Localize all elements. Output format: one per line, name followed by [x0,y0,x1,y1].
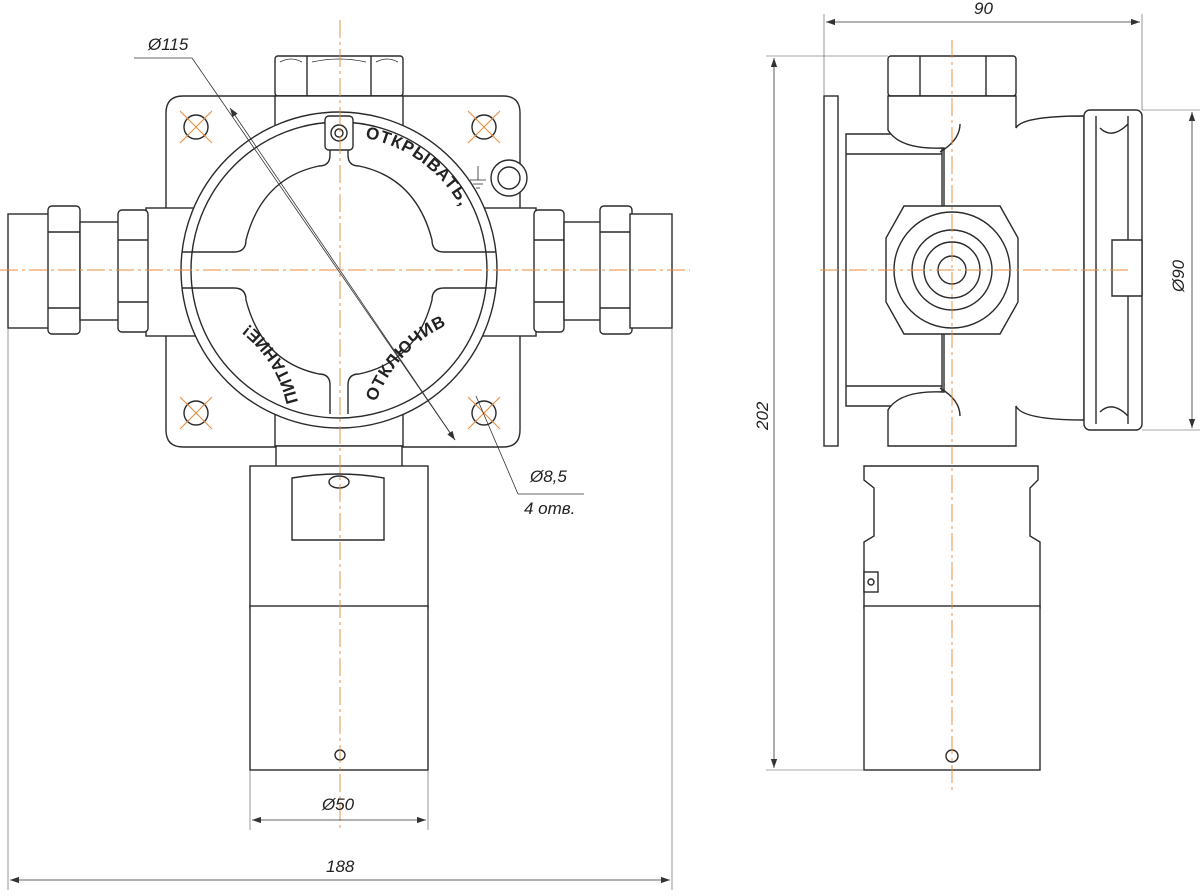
dim-hole-diameter: Ø8,5 [529,467,567,486]
dim-side-height: 202 [753,401,772,431]
dim-cover-diameter: Ø115 [147,35,189,54]
side-view [820,40,1143,790]
dim-sensor-diameter: Ø50 [321,795,355,814]
ground-screw [470,159,528,197]
right-cable-gland [533,205,673,335]
dim-overall-width: 188 [326,857,355,876]
side-flange [823,95,839,447]
dim-hole-count: 4 отв. [524,499,575,518]
sensor-head [249,445,429,771]
mounting-holes [179,110,501,430]
dim-side-cover-diameter: Ø90 [1169,259,1188,293]
dim-side-depth: 90 [974,0,993,18]
side-dimensions: 90 202 Ø90 [753,0,1200,771]
front-view: ОТКРЫВАТЬ, ОТКЛЮЧИВ ПИТАНИЕ! [0,20,690,830]
top-hex-nut [274,55,404,97]
front-dimensions: Ø115 Ø8,5 4 отв. Ø50 188 [7,35,673,890]
